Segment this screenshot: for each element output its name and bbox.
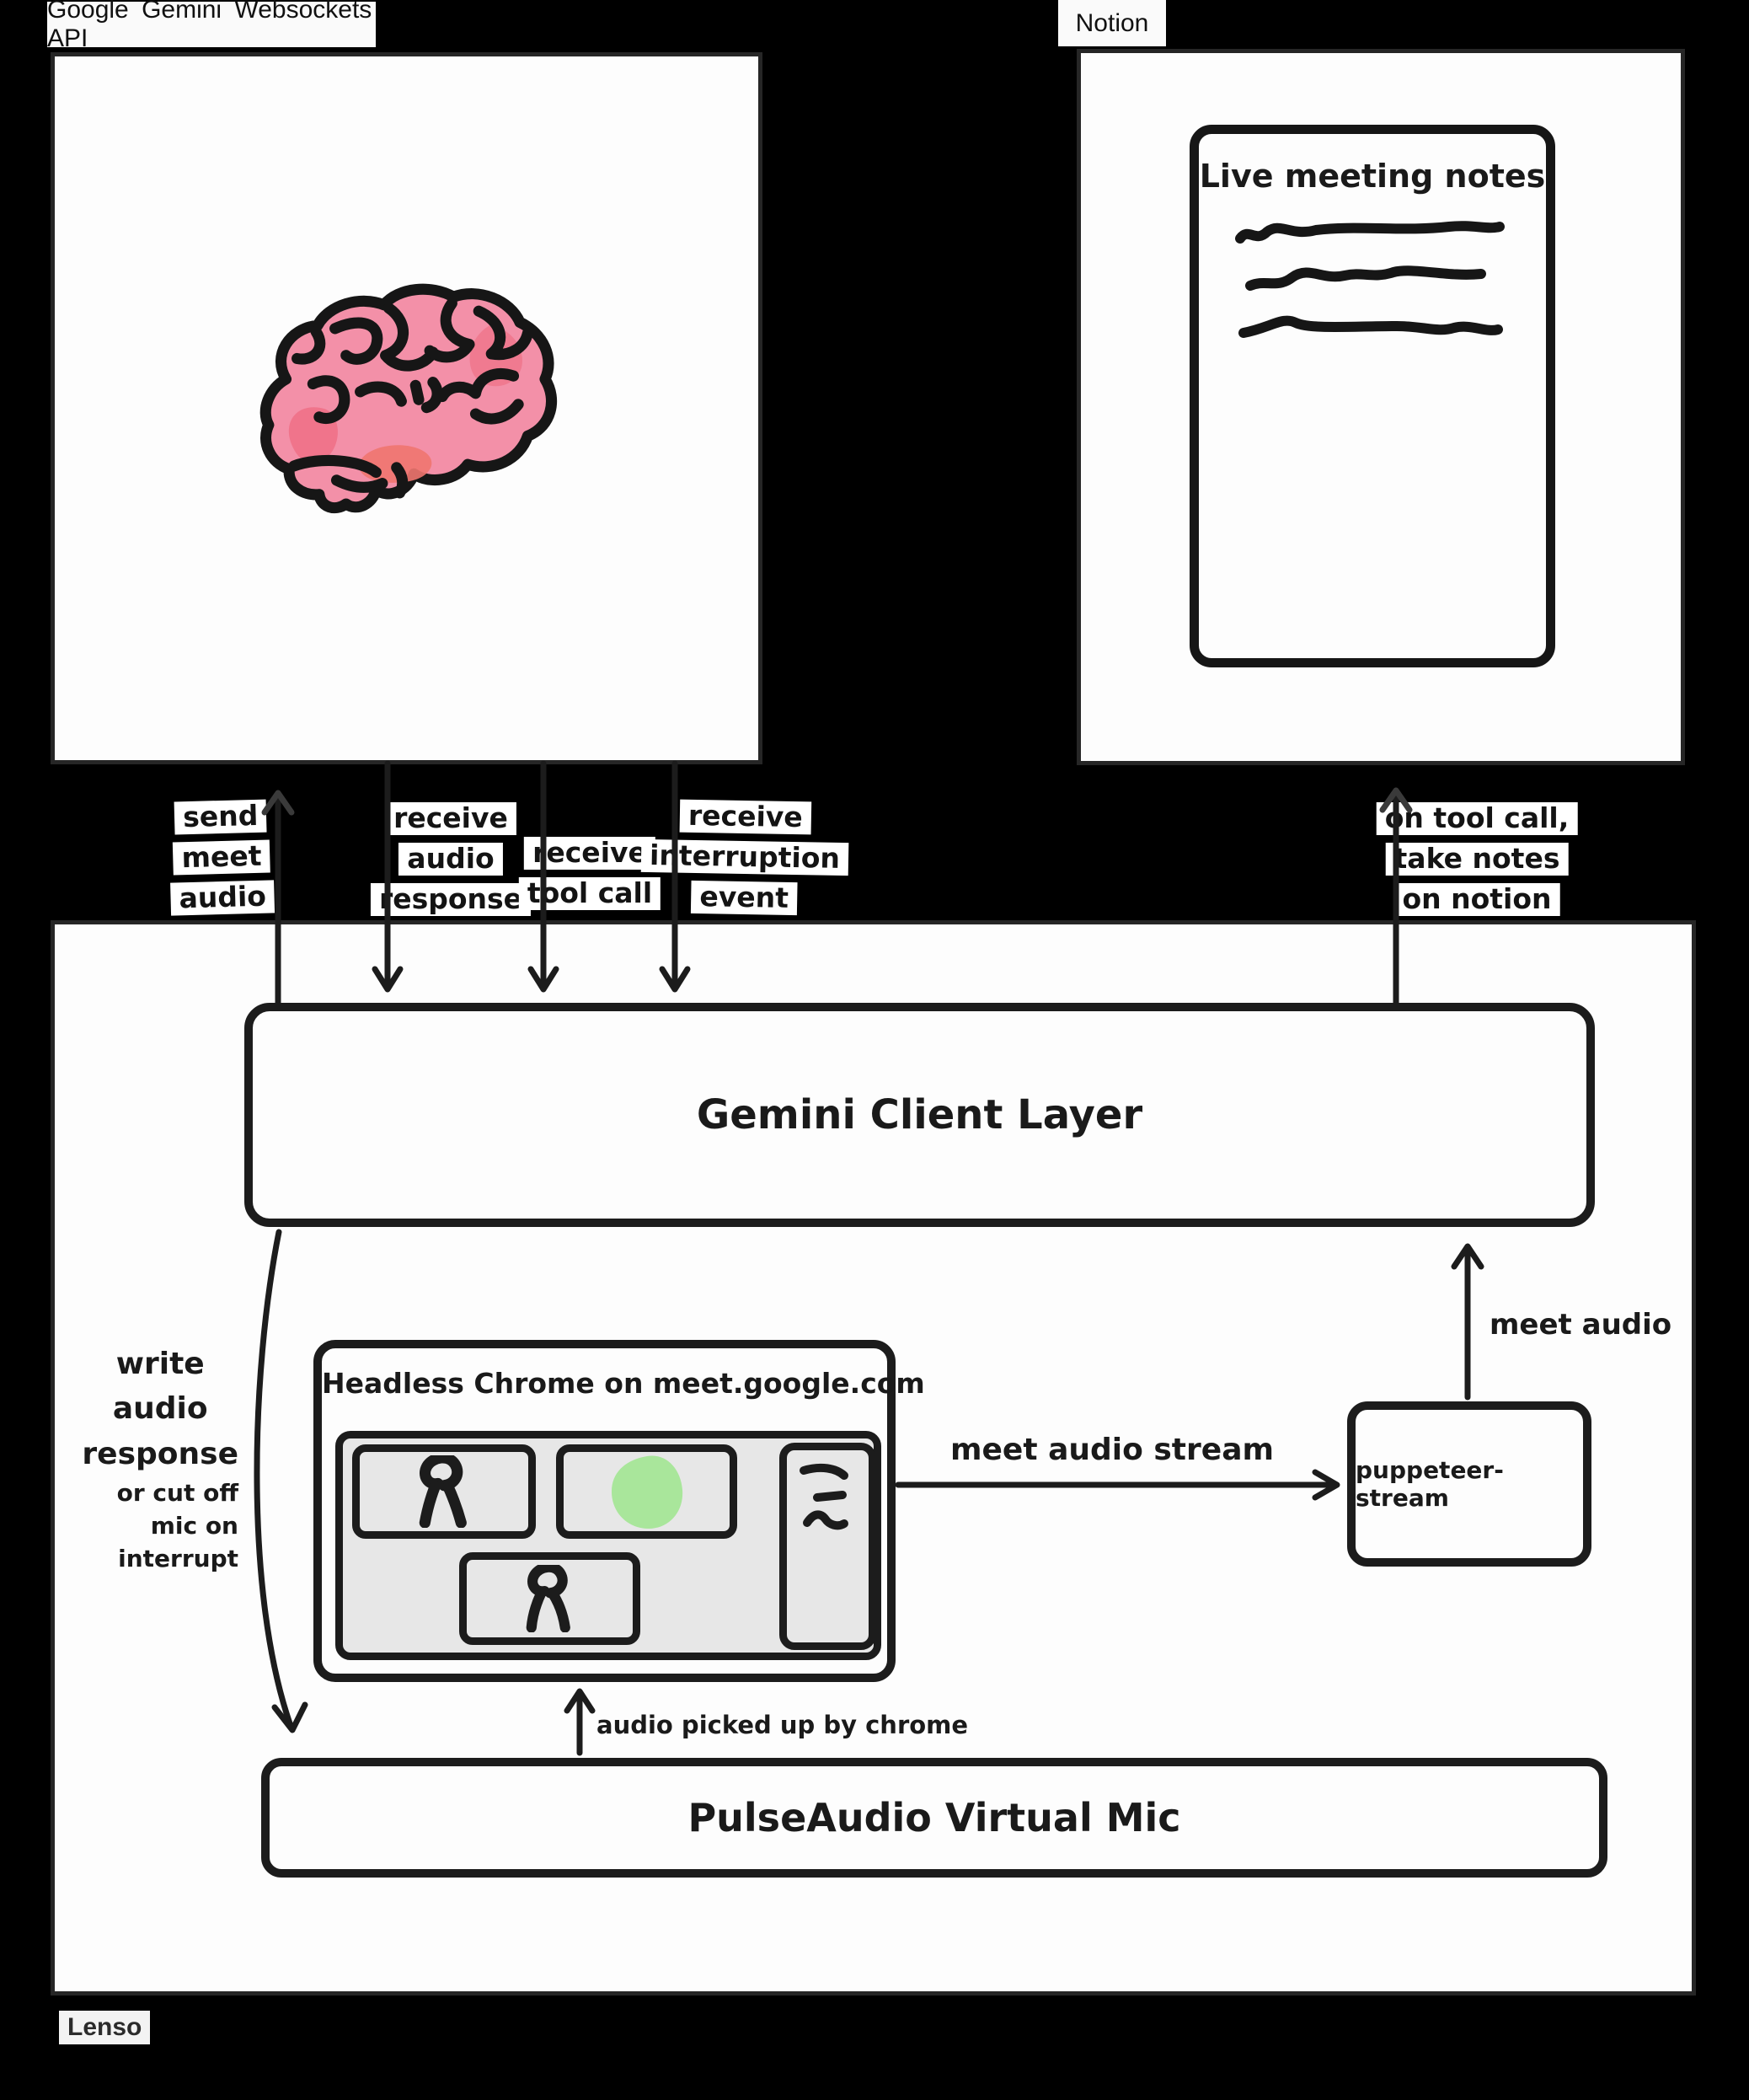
meet-video-tile-2: [556, 1444, 737, 1539]
meet-chat-panel: [779, 1443, 876, 1650]
arrow-on-tool-call-notion: [1379, 787, 1413, 1006]
notion-caption-text: Notion: [1075, 8, 1149, 37]
write-audio-response-label: write audio response: [82, 1347, 238, 1471]
arrow-receive-interruption: [659, 760, 691, 993]
flow-on-tool-call-label: on tool call, take notes on notion: [1376, 802, 1578, 916]
puppeteer-stream-label: puppeteer-stream: [1356, 1456, 1504, 1512]
meet-video-tile-3: [459, 1552, 640, 1645]
brain-icon: [259, 283, 558, 514]
gemini-client-layer-title: Gemini Client Layer: [696, 1091, 1143, 1138]
pulseaudio-label: PulseAudio Virtual Mic: [687, 1795, 1181, 1840]
active-speaker-blob-icon: [611, 1455, 682, 1529]
meet-video-tile-1: [352, 1444, 536, 1539]
arrow-send-meet-audio: [261, 790, 295, 1006]
cut-off-mic-label: or cut off mic on interrupt: [116, 1479, 238, 1573]
person-doodle-icon: [419, 1455, 467, 1528]
audio-picked-up-label: audio picked up by chrome: [596, 1711, 969, 1739]
person-doodle-icon: [526, 1565, 570, 1632]
watermark-text: Lenso: [67, 2013, 142, 2041]
headless-chrome-title: Headless Chrome on meet.google.com: [322, 1367, 925, 1400]
arrow-receive-audio-response: [372, 760, 404, 993]
notes-scribble-icon: [1235, 221, 1505, 338]
arrow-meet-audio-stream: [895, 1469, 1340, 1501]
notion-caption: Notion: [1058, 0, 1166, 46]
arrow-meet-audio-up: [1451, 1243, 1484, 1401]
chat-squiggle-icon: [800, 1463, 848, 1530]
gemini-api-caption-text: Google Gemini Websockets API: [47, 0, 372, 52]
arrow-write-audio-response: [254, 1229, 308, 1733]
flow-receive-audio-response-label: receive audio response: [370, 802, 532, 916]
arrow-audio-picked-up: [564, 1688, 596, 1756]
gemini-client-layer-box: Gemini Client Layer: [244, 1003, 1595, 1227]
arrow-receive-tool-call: [527, 760, 559, 993]
gemini-api-caption: Google Gemini Websockets API: [47, 0, 376, 52]
meeting-notes-paper: Live meeting notes: [1190, 125, 1555, 667]
puppeteer-stream-box: puppeteer-stream: [1347, 1401, 1591, 1567]
meet-audio-label: meet audio: [1490, 1308, 1672, 1342]
meeting-notes-title: Live meeting notes: [1199, 158, 1546, 195]
meet-audio-stream-label: meet audio stream: [950, 1433, 1274, 1467]
watermark-lenso: Lenso: [59, 2011, 151, 2044]
pulseaudio-box: PulseAudio Virtual Mic: [261, 1758, 1607, 1878]
